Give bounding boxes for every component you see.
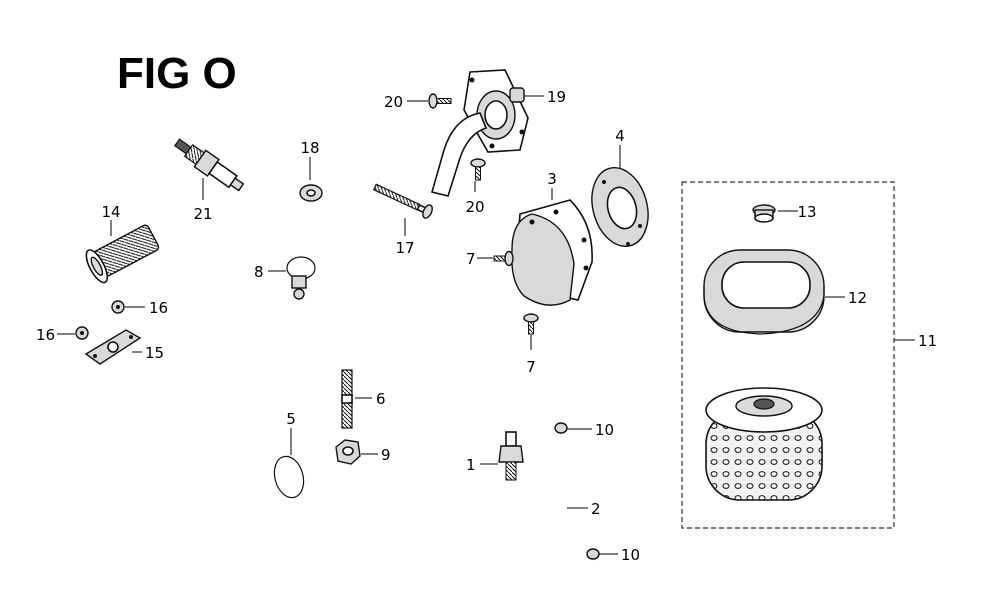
callout-14: 14 [101,203,120,221]
figure-title: FIG O [117,49,237,98]
part-5-o-ring [273,455,305,499]
callout-13: 13 [797,203,816,221]
part-18-washer [299,184,323,202]
part-7-screw-upper [493,250,514,267]
part-1-breather-fitting [498,431,524,481]
part-17-bolt [372,183,433,219]
callout-15: 15 [145,344,164,362]
part-8-hose-clamp [286,256,316,300]
callout-10-upper: 10 [595,421,614,439]
callout-8: 8 [254,263,264,281]
callout-3: 3 [547,170,557,188]
part-20-screw-upper [428,93,452,109]
part-10-clip-upper [554,422,568,434]
part-16-nut-upper [111,300,125,314]
callout-16-upper: 16 [149,299,168,317]
part-10-clip-lower [586,548,600,560]
callout-12: 12 [848,289,867,307]
part-3-air-cleaner-cover [511,199,593,306]
callout-6: 6 [376,390,386,408]
callout-2: 2 [591,500,601,518]
callout-11: 11 [918,332,937,350]
part-9-nut [335,439,361,465]
callout-20-upper: 20 [384,93,403,111]
callout-5: 5 [286,410,296,428]
part-12-foam-pre-filter [703,249,825,335]
callout-21: 21 [193,205,212,223]
callout-10-lower: 10 [621,546,640,564]
part-14-spark-arrester-screen [85,224,160,284]
callout-7-upper: 7 [466,250,476,268]
callout-16-lower: 16 [36,326,55,344]
part-11-paper-element [705,387,823,501]
callout-1: 1 [466,456,476,474]
part-7-screw-lower [523,313,539,335]
callout-9: 9 [381,446,391,464]
callout-17: 17 [395,239,414,257]
callout-4: 4 [615,127,625,145]
part-11-assembly-box [681,181,895,529]
part-21-spark-plug [174,138,245,192]
part-19-air-inlet-elbow [431,69,529,197]
part-4-flange-gasket [591,167,649,247]
callout-20-lower: 20 [465,198,484,216]
part-15-gasket [84,329,142,365]
part-13-grommet [752,204,776,223]
part-16-nut-lower [75,326,89,340]
callout-19: 19 [547,88,566,106]
part-6-stud-bolt [341,369,353,429]
part-20-screw-lower [470,158,486,181]
part-2-breather-tube [557,437,594,577]
callout-18: 18 [300,139,319,157]
callout-7-lower: 7 [526,358,536,376]
